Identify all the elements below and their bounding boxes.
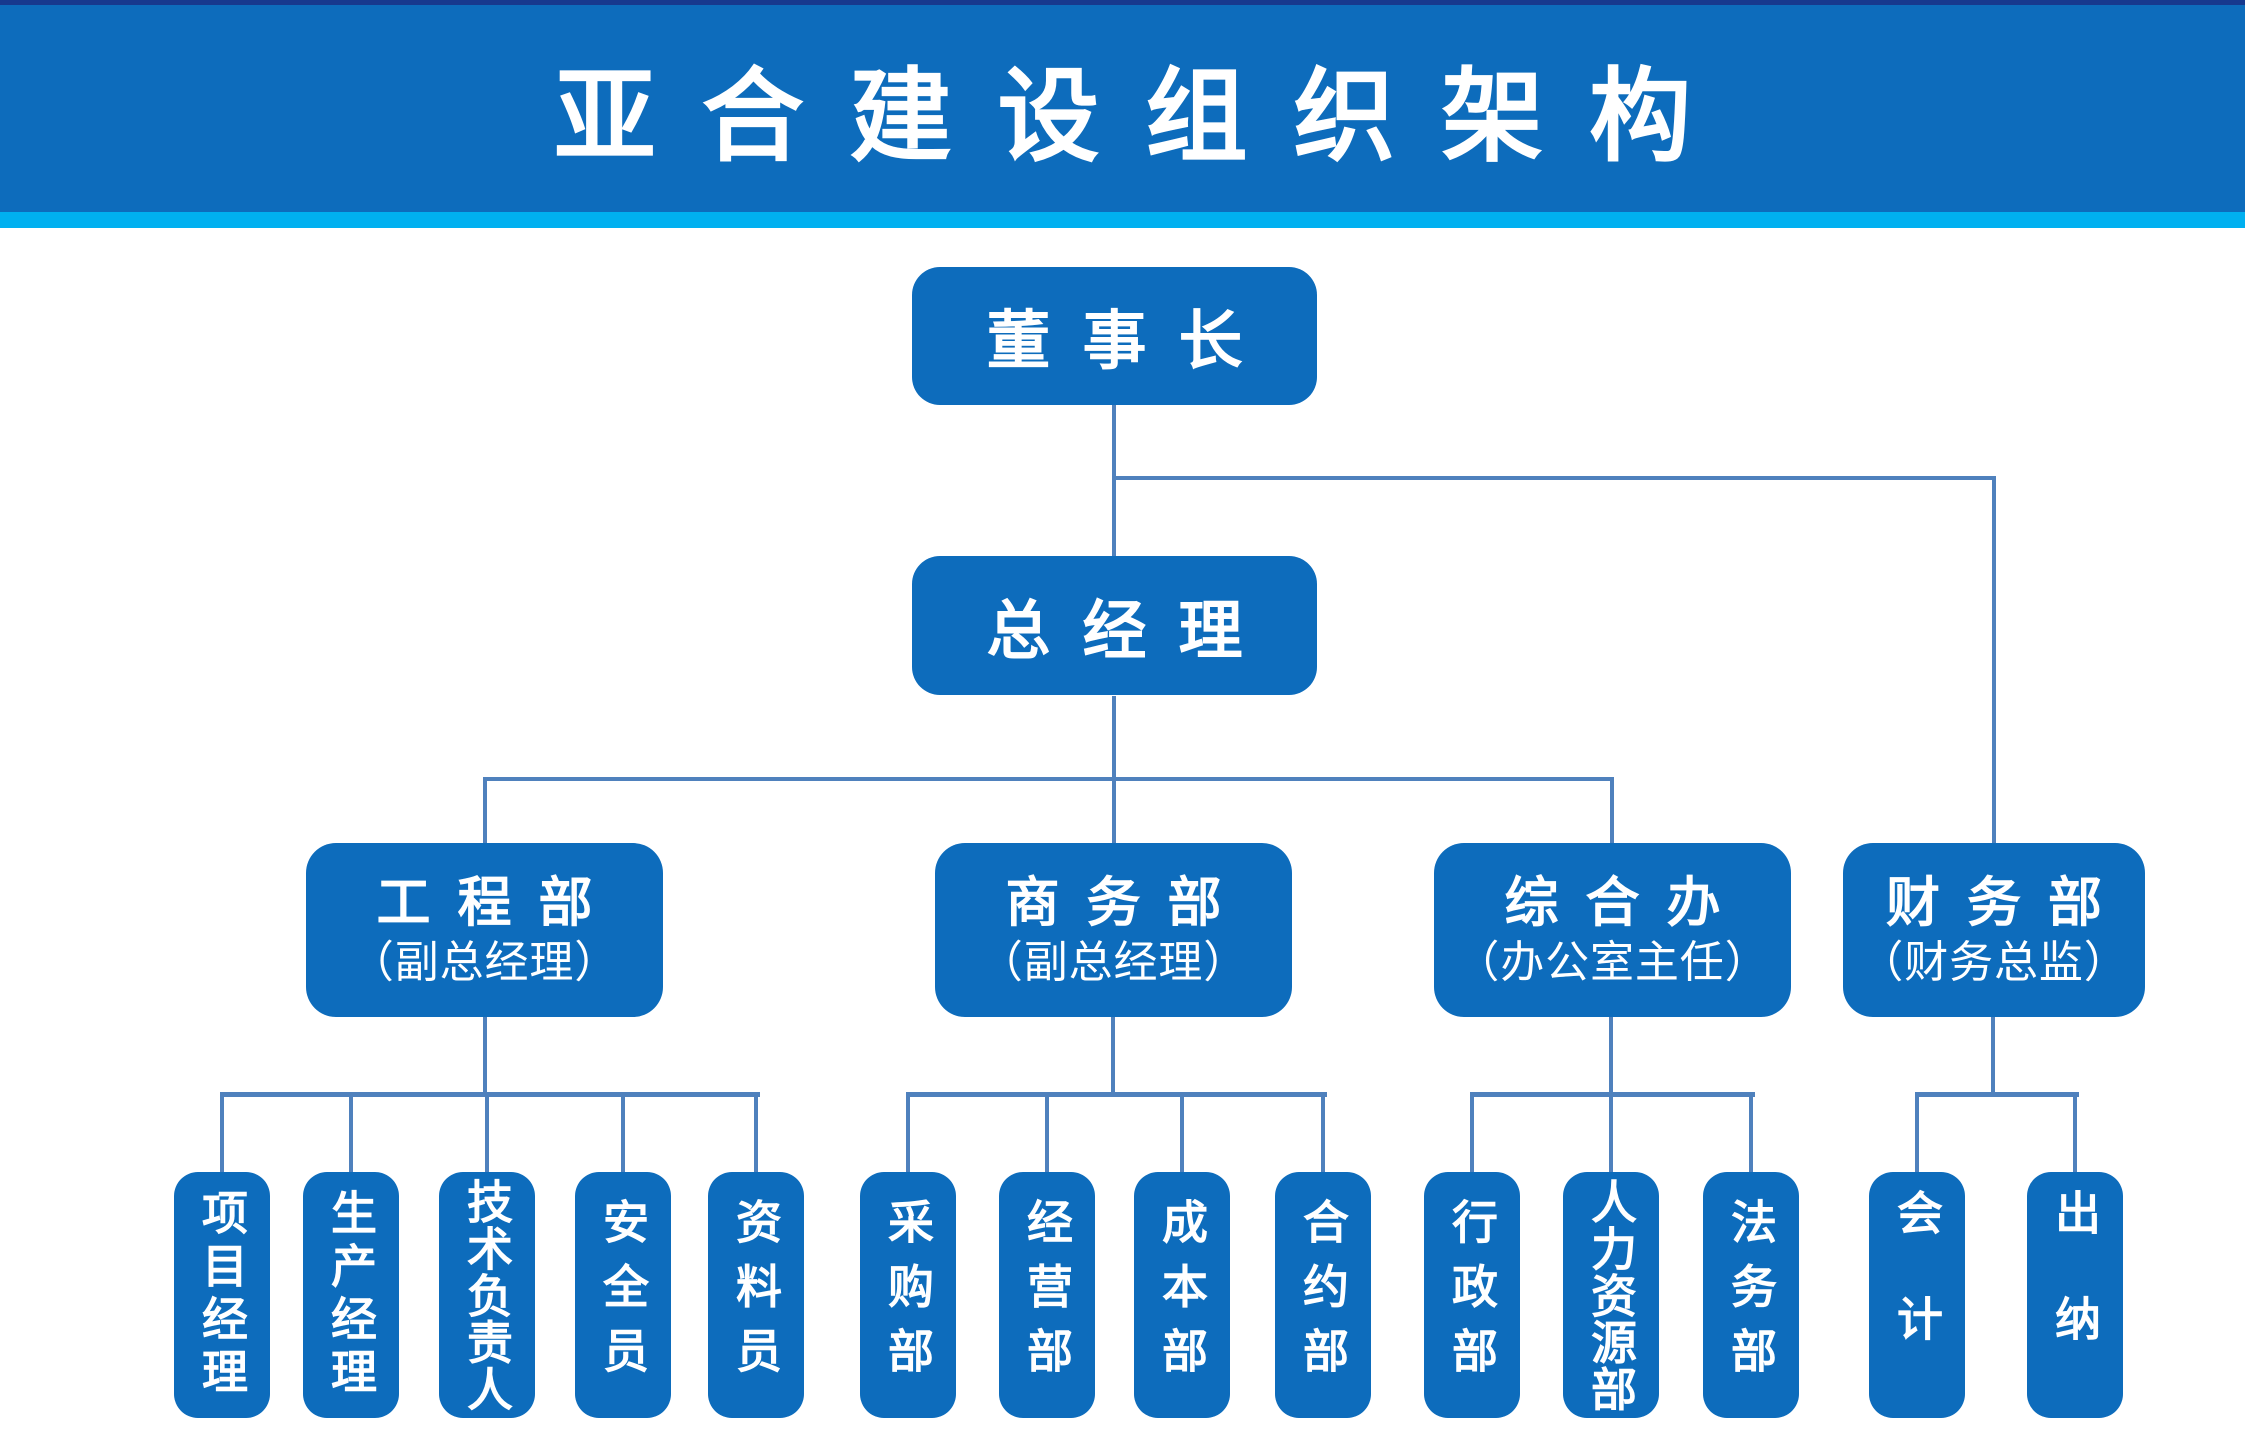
dept-subtitle: （副总经理） [349, 938, 620, 988]
role-node-document-clerk: 资料员 [708, 1172, 804, 1418]
role-node-accountant: 会计 [1869, 1172, 1965, 1418]
role-node-project-manager: 项目经理 [174, 1172, 270, 1418]
role-node-administration-dept: 行政部 [1424, 1172, 1520, 1418]
dept-title: 工程部 [376, 872, 620, 933]
role-node-cashier: 出纳 [2027, 1172, 2123, 1418]
dept-subtitle: （财务总监） [1859, 938, 2129, 988]
connector-drop-leaf [1609, 1092, 1613, 1172]
connector-gm-to-rail [1112, 696, 1116, 843]
role-label: 行政部 [1446, 1198, 1498, 1392]
connector-drop-leaf [220, 1092, 224, 1172]
role-label: 采购部 [882, 1198, 934, 1392]
connector-engineering-feed [483, 1017, 487, 1097]
role-node-procurement-dept: 采购部 [860, 1172, 956, 1418]
connector-drop-leaf [1321, 1092, 1325, 1172]
dept-title: 财务部 [1886, 872, 2129, 933]
dept-subtitle: （办公室主任） [1455, 938, 1770, 988]
dept-subtitle: （副总经理） [978, 938, 1249, 988]
dept-node-engineering: 工程部 （副总经理） [306, 843, 663, 1017]
connector-chairman-gm [1112, 405, 1116, 558]
role-node-cost-dept: 成本部 [1134, 1172, 1230, 1418]
dept-title: 商务部 [1005, 872, 1249, 933]
dept-node-business: 商务部 （副总经理） [935, 843, 1292, 1017]
connector-drop-leaf [485, 1092, 489, 1172]
page-title: 亚合建设组织架构 [553, 60, 1738, 174]
role-label: 成本部 [1156, 1198, 1208, 1392]
role-label: 法务部 [1725, 1198, 1777, 1392]
banner-accent-stripe [0, 212, 2245, 228]
connector-drop-leaf [349, 1092, 353, 1172]
connector-drop-leaf [754, 1092, 758, 1172]
connector-drop-leaf [1470, 1092, 1474, 1172]
org-node-chairman: 董事长 [912, 267, 1317, 405]
role-label: 出纳 [2049, 1189, 2101, 1401]
org-node-chairman-label: 董事长 [986, 305, 1275, 377]
role-label: 合约部 [1297, 1198, 1349, 1392]
connector-chairman-finance-vertical [1992, 476, 1996, 843]
role-label: 技术负责人 [461, 1177, 513, 1413]
role-label: 生产经理 [325, 1189, 377, 1401]
connector-drop-leaf [2073, 1092, 2077, 1172]
connector-admin-feed [1609, 1017, 1613, 1097]
dept-title: 综合办 [1504, 872, 1748, 933]
dept-node-admin-office: 综合办 （办公室主任） [1434, 843, 1791, 1017]
connector-engineering-rail [220, 1092, 760, 1097]
role-label: 资料员 [730, 1198, 782, 1392]
title-banner: 亚合建设组织架构 [0, 5, 2245, 212]
role-label: 安全员 [597, 1198, 649, 1392]
connector-drop-leaf [1749, 1092, 1753, 1172]
connector-drop-admin-office [1610, 777, 1614, 843]
connector-drop-engineering [483, 777, 487, 843]
connector-drop-leaf [1180, 1092, 1184, 1172]
role-label: 人力资源部 [1585, 1177, 1637, 1413]
connector-drop-leaf [1915, 1092, 1919, 1172]
role-label: 项目经理 [196, 1189, 248, 1401]
role-label: 会计 [1891, 1189, 1943, 1401]
org-node-general-manager: 总经理 [912, 556, 1317, 695]
connector-drop-leaf [1045, 1092, 1049, 1172]
dept-node-finance: 财务部 （财务总监） [1843, 843, 2145, 1017]
role-node-operations-dept: 经营部 [999, 1172, 1095, 1418]
role-node-legal-dept: 法务部 [1703, 1172, 1799, 1418]
org-node-general-manager-label: 总经理 [986, 594, 1275, 667]
role-node-safety-officer: 安全员 [575, 1172, 671, 1418]
role-node-human-resources-dept: 人力资源部 [1563, 1172, 1659, 1418]
role-node-production-manager: 生产经理 [303, 1172, 399, 1418]
connector-gm-children-rail [483, 777, 1614, 781]
connector-business-feed [1111, 1017, 1115, 1097]
role-node-technical-director: 技术负责人 [439, 1172, 535, 1418]
connector-finance-rail [1915, 1092, 2079, 1097]
role-node-contract-dept: 合约部 [1275, 1172, 1371, 1418]
connector-chairman-finance-horizontal [1112, 476, 1996, 480]
role-label: 经营部 [1021, 1198, 1073, 1392]
connector-business-rail [906, 1092, 1327, 1097]
connector-drop-leaf [906, 1092, 910, 1172]
banner-top-strip [0, 0, 2245, 5]
connector-finance-feed [1991, 1017, 1995, 1097]
connector-drop-leaf [621, 1092, 625, 1172]
